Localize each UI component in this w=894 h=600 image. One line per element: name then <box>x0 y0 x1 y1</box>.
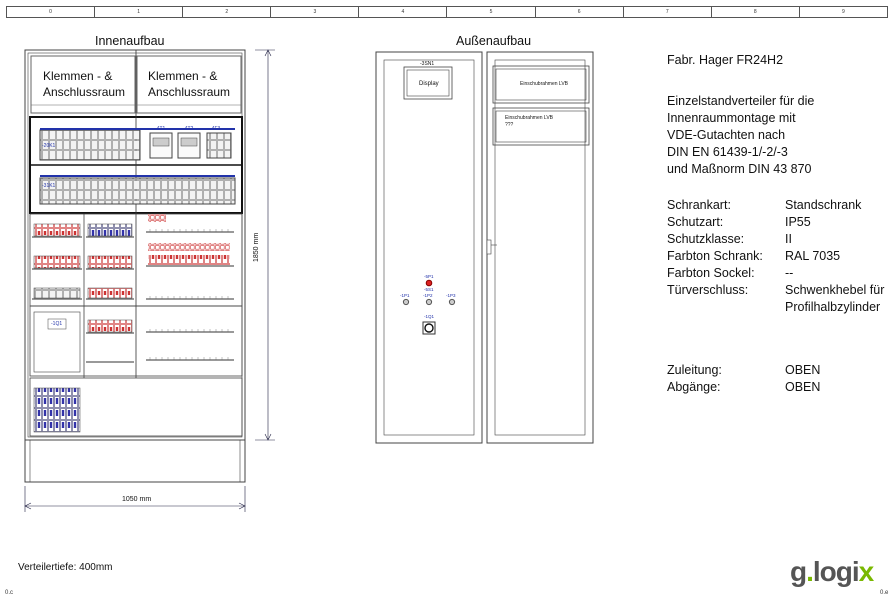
glogix-logo: g.logix <box>790 556 875 588</box>
interior-title: Innenaufbau <box>95 34 165 48</box>
spec-label: Schutzklasse: <box>667 232 745 246</box>
spec-desc-line: DIN EN 61439-1/-2/-3 <box>667 145 788 159</box>
spec-labels: Schrankart: Schutzart: Schutzklasse: Far… <box>667 197 763 299</box>
label-1q1-interior: -1Q1 <box>51 321 63 327</box>
ruler-cell: 9 <box>842 9 845 15</box>
cabinet-depth: Verteilertiefe: 400mm <box>18 562 113 573</box>
spec-desc-line: Innenraummontage mit <box>667 111 796 125</box>
top-ruler: 0 1 2 3 4 5 6 7 8 9 <box>6 6 888 18</box>
spec-value: Schwenkhebel für <box>785 283 885 297</box>
dimension-lines <box>24 49 275 512</box>
spec-desc-line: VDE-Gutachten nach <box>667 128 786 142</box>
ruler-cell: 7 <box>624 7 712 17</box>
ruler-cell: 5 <box>447 7 536 17</box>
spec-value: OBEN <box>785 363 821 377</box>
ruler-cell: 3 <box>271 7 360 17</box>
ruler-cell: 1 <box>95 7 184 17</box>
spec-description: Einzelstandverteiler für die Innenraummo… <box>667 93 814 178</box>
terminal-label-right: Klemmen - & Anschlussraum <box>148 68 230 100</box>
dimension-height: 1850 mm <box>253 232 260 262</box>
terminal-right-line2: Anschlussraum <box>148 85 231 99</box>
frame1-label: Einschubrahmen LVB <box>520 81 568 87</box>
terminal-left-line2: Anschlussraum <box>43 85 126 99</box>
lamp-1p1-label: -1P1 <box>400 293 410 298</box>
spec-label: Farbton Sockel: <box>667 266 755 280</box>
spec-value: Profilhalbzylinder <box>785 300 881 314</box>
label-20k1: -20K1 <box>42 143 56 149</box>
terminal-left-line1: Klemmen - & <box>43 69 113 83</box>
spec-label: Zuleitung: <box>667 363 722 377</box>
ruler-cell: 0 <box>7 7 96 17</box>
spec-label: Türverschluss: <box>667 283 749 297</box>
logo-x: x <box>858 556 875 587</box>
spec-value: RAL 7035 <box>785 249 841 263</box>
terminal-label-left: Klemmen - & Anschlussraum <box>43 68 125 100</box>
corner-left: 0.c <box>5 590 14 596</box>
spec-label: Farbton Schrank: <box>667 249 763 263</box>
spec-value: IP55 <box>785 215 811 229</box>
lamp-1p2-label: -1P2 <box>423 293 433 298</box>
spec-label: Schrankart: <box>667 198 731 212</box>
ruler-cell: 6 <box>536 7 624 17</box>
spec-feed-values: OBEN OBEN <box>785 362 820 396</box>
switch-1q1-label: -1Q1 <box>424 314 435 319</box>
label-4f3: -4F3 <box>210 126 221 132</box>
spec-desc-line: und Maßnorm DIN 43 870 <box>667 162 812 176</box>
spec-desc-line: Einzelstandverteiler für die <box>667 94 815 108</box>
label-4t2: -4T2 <box>183 126 194 132</box>
spec-label: Abgänge: <box>667 380 721 394</box>
ruler-cell: 2 <box>183 7 272 17</box>
frame2-label: Einschubrahmen LVB <box>505 115 553 121</box>
lamp-1p3-label: -1P3 <box>446 293 456 298</box>
display-label: Display <box>419 81 439 87</box>
spec-values: Standschrank IP55 II RAL 7035 -- Schwenk… <box>785 197 884 316</box>
dimension-width: 1050 mm <box>122 496 152 503</box>
spec-value: -- <box>785 266 794 280</box>
spec-feed-labels: Zuleitung: Abgänge: <box>667 362 722 396</box>
exterior-title: Außenaufbau <box>456 34 532 48</box>
label-4t1: -4T1 <box>155 126 166 132</box>
spec-manufacturer: Fabr. Hager FR24H2 <box>667 53 784 67</box>
lamp-5p1-label: -5P1 <box>424 274 434 279</box>
terminal-right-line1: Klemmen - & <box>148 69 218 83</box>
corner-right: 0.e <box>880 590 889 596</box>
ruler-cell: 4 <box>359 7 448 17</box>
spec-label: Schutzart: <box>667 215 724 229</box>
display-tag: -3SN1 <box>420 61 435 67</box>
logo-g: g <box>790 556 807 587</box>
frame2-sub: ??? <box>505 122 514 128</box>
ruler-cell: 8 <box>712 7 800 17</box>
logo-dot: . <box>806 556 814 587</box>
exterior-cabinet <box>375 51 594 444</box>
interior-cabinet <box>24 49 246 483</box>
spec-value: II <box>785 232 792 246</box>
lamp-5s1-label: -5S1 <box>424 287 434 292</box>
spec-value: Standschrank <box>785 198 862 212</box>
logo-logi: logi <box>812 556 860 587</box>
label-31k1: -31K1 <box>42 183 56 189</box>
spec-value: OBEN <box>785 380 821 394</box>
